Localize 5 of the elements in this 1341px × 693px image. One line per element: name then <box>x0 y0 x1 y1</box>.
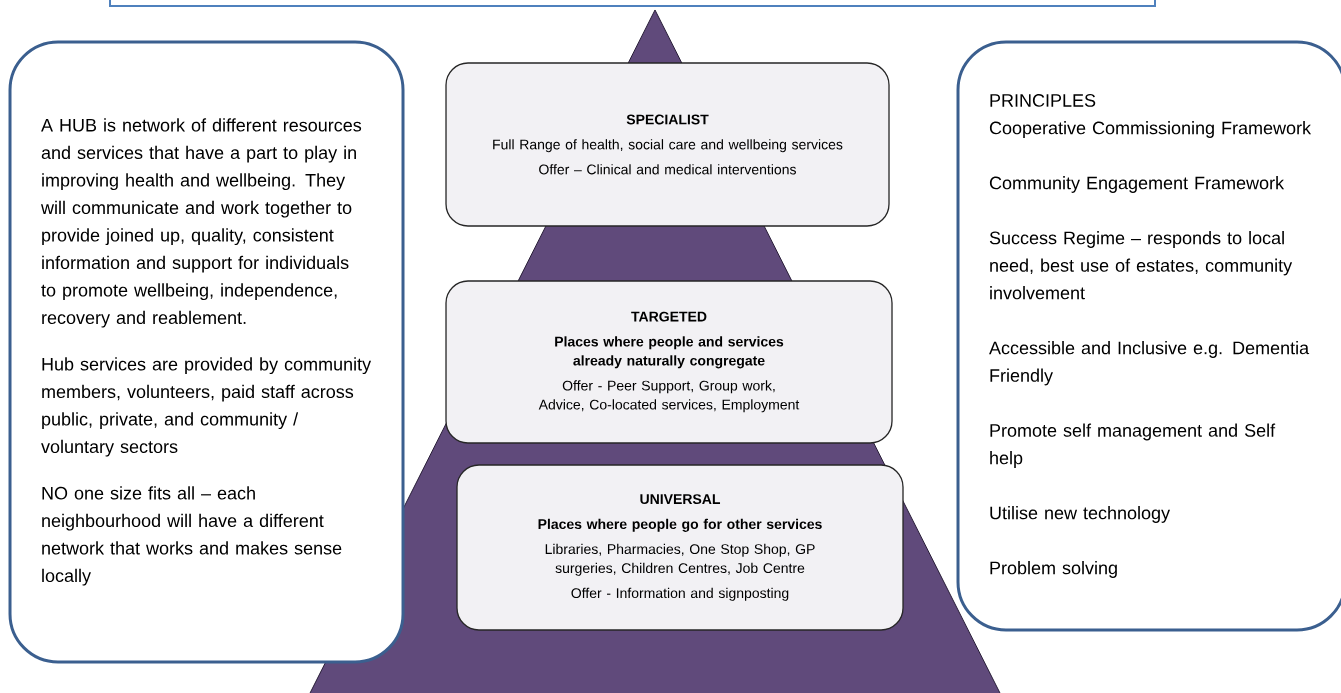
info-panel: PRINCIPLES Cooperative Commissioning Framework Community Engagement Framework Success Regime – responds to local need, best use of estates, community involvement Accessible and Inclusive e.g. Dementia Friendly Promote self management and Self help Utilise new technology Problem solving <box>956 40 1341 632</box>
info-panel: A HUB is network of different resources and services that have a part to play in improving health and wellbeing. They will communicate and work together to provide joined up, quality, consistent information and support for individuals to promote wellbeing, independence, recovery and reablement. Hub services are provided by community members, volunteers, paid staff across public, private, and community / voluntary sectors NO one size fits all – each neighbourhood will have a different network that works and makes sense locally <box>8 40 405 664</box>
tier-box: SPECIALIST Full Range of health, social care and wellbeing services Offer – Clinical and medical interventions <box>445 62 890 227</box>
tier-box: TARGETED Places where people and services already naturally congregate Offer - Peer Support, Group work, Advice, Co-located services, Employment <box>445 280 893 444</box>
tier-box: UNIVERSAL Places where people go for other services Libraries, Pharmacies, One Stop Shop, GP surgeries, Children Centres, Job Centre Offer - Information and signposting <box>456 464 904 631</box>
